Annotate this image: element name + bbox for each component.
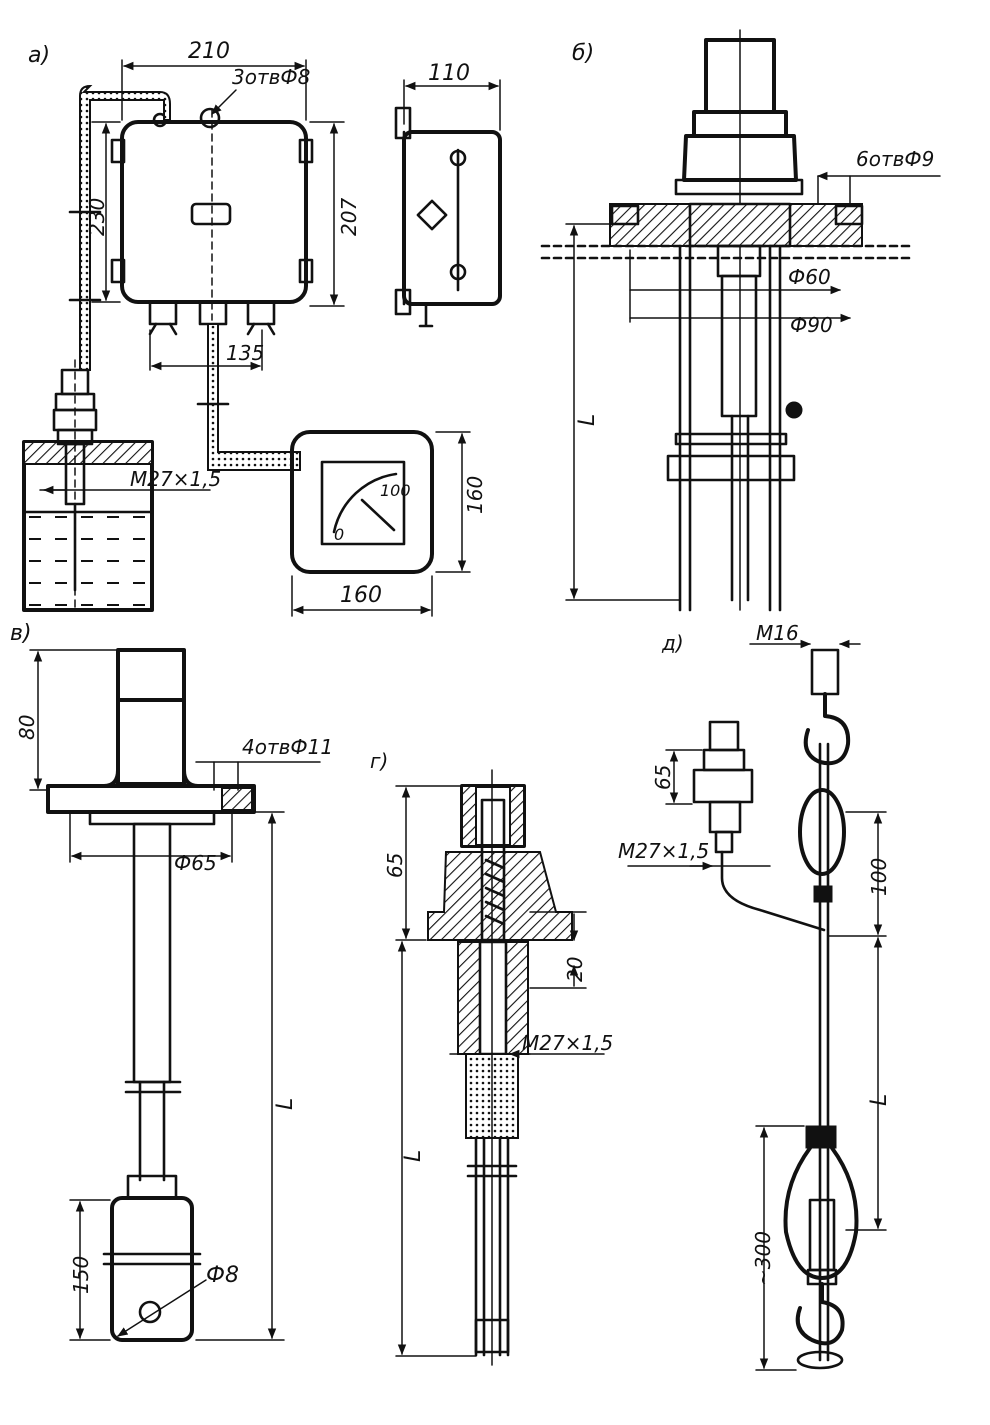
float-v — [110, 1196, 194, 1342]
junction-box — [120, 120, 308, 304]
dim-gauge-height: 160 — [463, 476, 487, 514]
gauge-max: 100 — [380, 481, 411, 500]
dim-height-left: 230 — [85, 198, 109, 236]
dim-thread-a: M27×1,5 — [130, 467, 221, 491]
dim-float-d: Ф8 — [206, 1263, 239, 1288]
dim-hook-thread: M16 — [756, 621, 799, 645]
dim-length-v: L — [273, 1098, 298, 1110]
dim-gauge-width: 160 — [340, 583, 382, 608]
flange-b — [609, 203, 863, 247]
panel-d: д) M16 65 M27×1,5 100 — [618, 621, 892, 1371]
dim-width-top: 210 — [188, 39, 230, 64]
dim-thread-d: M27×1,5 — [618, 839, 709, 863]
sensor-head-v — [116, 648, 186, 702]
panel-g-label: г) — [370, 749, 388, 773]
dim-step-g: 20 — [563, 957, 587, 982]
dim-holes-b: 6отвФ9 — [856, 147, 934, 171]
panel-v-label: в) — [10, 621, 32, 646]
dim-height-right: 207 — [337, 198, 361, 236]
panel-b-label: б) — [572, 41, 594, 66]
dim-d-outer: Ф90 — [790, 313, 833, 337]
dim-head-height-d: 65 — [651, 765, 675, 790]
dim-length-g: L — [401, 1150, 426, 1162]
panel-a-label: а) — [28, 43, 50, 68]
loop-lower — [783, 1146, 859, 1280]
panel-v: в) 80 4отвФ11 Ф65 — [10, 621, 333, 1342]
dim-float-height: 150 — [69, 1256, 93, 1294]
dim-top-height: 80 — [15, 715, 39, 740]
gauge-min: 0 — [334, 525, 344, 544]
dim-flange-d: Ф65 — [174, 851, 217, 875]
dim-thread-g: M27×1,5 — [522, 1031, 613, 1055]
dim-weight-length: ~300 — [751, 1231, 775, 1286]
panel-g: г) 65 20 M27×1,5 — [370, 749, 613, 1366]
indicator-gauge — [290, 430, 434, 574]
panel-d-label: д) — [661, 631, 684, 655]
dim-length-b: L — [575, 414, 600, 426]
dim-head-height-g: 65 — [383, 853, 407, 878]
dim-length-d: L — [867, 1094, 892, 1106]
hook-bottom — [795, 1282, 845, 1346]
hook-top — [803, 692, 851, 766]
dim-holes-a: 3отвФ8 — [232, 65, 310, 89]
dim-holes-v: 4отвФ11 — [242, 735, 333, 759]
dim-side-width: 110 — [428, 61, 470, 86]
dim-d-inner: Ф60 — [788, 265, 831, 289]
dim-loop-height: 100 — [867, 858, 891, 896]
dim-bottom-spacing: 135 — [226, 341, 264, 365]
panel-b: б) 6отвФ9 Ф60 — [540, 29, 941, 612]
panel-a: а) 210 3отвФ8 2 — [22, 39, 502, 617]
loop-upper — [798, 788, 846, 876]
